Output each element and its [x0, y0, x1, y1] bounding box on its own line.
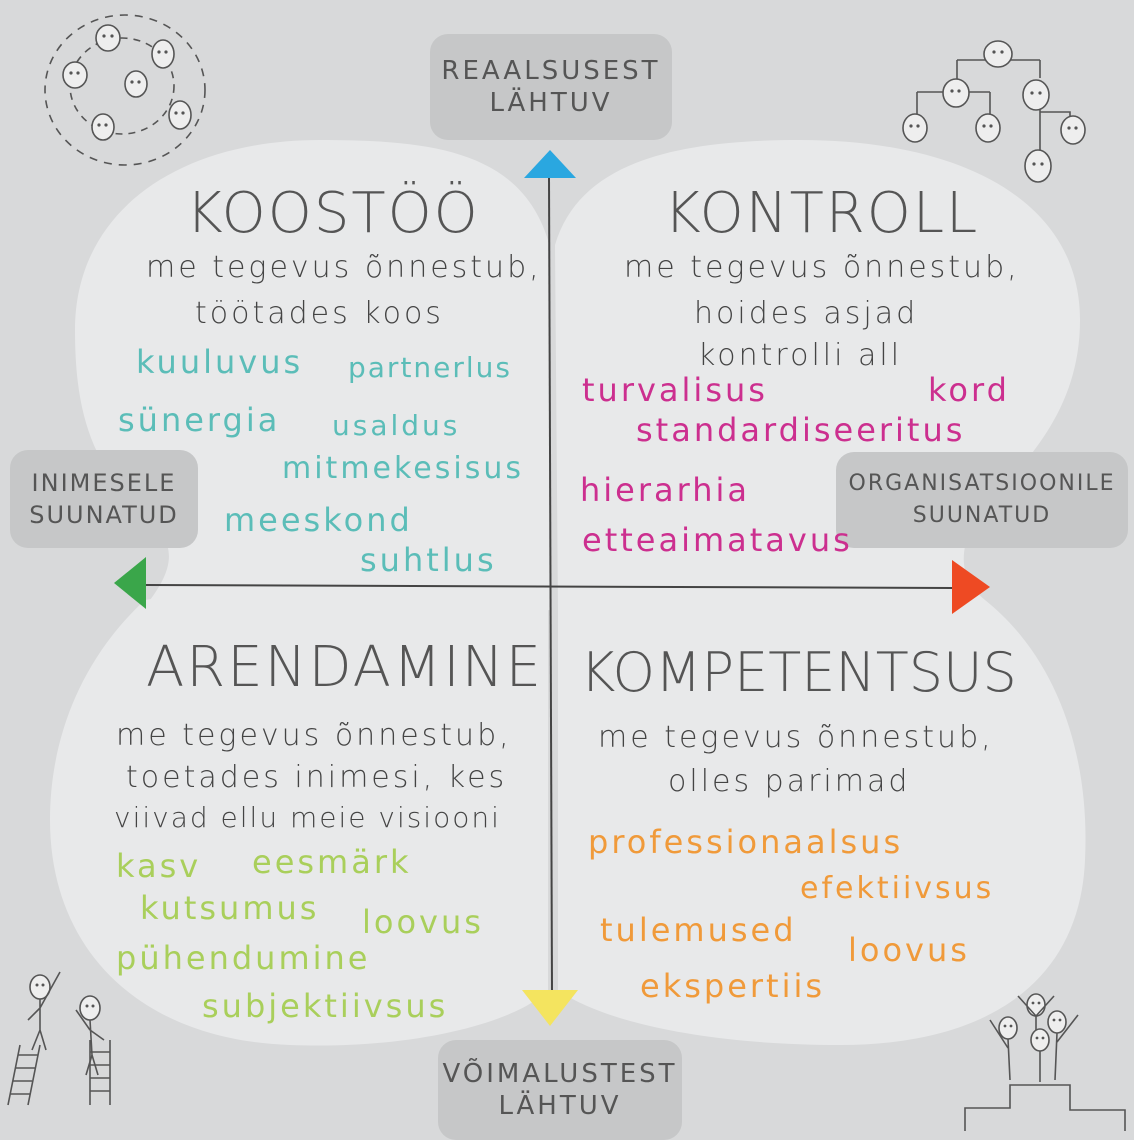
arrow-left [114, 557, 146, 609]
quadrant-koostoo-desc-line2: töötades koos [195, 296, 444, 331]
value-word: subjektiivsus [202, 987, 449, 1025]
quadrant-arendamine-desc-line3: viivad ellu meie visiooni [114, 801, 501, 834]
axis-label-left-line2: SUUNATUD [29, 501, 179, 529]
hierarchy-people-icon [902, 40, 1086, 183]
value-word: kord [928, 371, 1010, 409]
quadrant-kontroll-desc-line1: me tegevus õnnestub, [624, 250, 1020, 285]
axis-label-bottom: VÕIMALUSTEST LÄHTUV [438, 1040, 682, 1140]
arrow-bottom [522, 990, 578, 1026]
value-word: loovus [848, 931, 970, 969]
arrow-top [524, 150, 576, 178]
arrow-right [952, 560, 990, 614]
value-word: suhtlus [360, 541, 497, 579]
axis-label-right-line2: SUUNATUD [912, 503, 1052, 528]
value-word: standardiseeritus [636, 411, 966, 449]
axis-label-bottom-line2: LÄHTUV [498, 1091, 622, 1121]
quadrant-arendamine-desc-line2: toetades inimesi, kes [126, 760, 508, 795]
quadrant-koostoo-desc-line1: me tegevus õnnestub, [146, 250, 542, 285]
value-word: partnerlus [348, 351, 513, 384]
quadrant-koostoo-title: KOOSTÖÖ [186, 181, 480, 246]
quadrant-kontroll-title: KONTROLL [664, 181, 980, 246]
value-word: turvalisus [582, 371, 768, 409]
value-word: kuuluvus [136, 343, 304, 381]
value-word: kutsumus [140, 889, 320, 927]
network-people-icon [44, 14, 206, 166]
ladder-people-icon [7, 971, 111, 1106]
value-word: loovus [362, 903, 484, 941]
value-word: pühendumine [116, 939, 371, 977]
quadrant-arendamine-title: ARENDAMINE [146, 635, 544, 700]
quadrant-arendamine-shape [50, 590, 548, 1046]
axis-label-top-line1: REAALSUSEST [441, 56, 661, 86]
quadrant-kompetentsus-desc-line2: olles parimad [668, 764, 911, 799]
value-word: usaldus [332, 409, 461, 442]
value-word: mitmekesisus [282, 451, 525, 486]
axis-label-top: REAALSUSEST LÄHTUV [430, 34, 672, 140]
quadrant-kompetentsus-desc-line1: me tegevus õnnestub, [598, 720, 994, 755]
value-word: meeskond [224, 501, 413, 539]
quadrant-kompetentsus-title: KOMPETENTSUS [580, 641, 1017, 704]
value-word: hierarhia [580, 471, 750, 509]
value-word: sünergia [118, 401, 281, 439]
quadrant-kontroll-desc-line2: hoides asjad [694, 296, 919, 331]
vertical-axis [548, 177, 553, 993]
podium-people-icon [964, 993, 1126, 1131]
quadrant-arendamine-desc-line1: me tegevus õnnestub, [116, 718, 512, 753]
quadrant-kompetentsus-shape [558, 590, 1086, 1045]
horizontal-axis [145, 584, 953, 589]
axis-label-top-line2: LÄHTUV [489, 88, 613, 118]
value-word: professionaalsus [588, 823, 904, 861]
value-word: kasv [116, 847, 202, 885]
quadrant-kontroll-desc-line3: kontrolli all [698, 338, 903, 373]
axis-label-right-line1: ORGANISATSIOONILE [848, 471, 1116, 496]
axis-label-left-line1: INIMESELE [31, 469, 177, 497]
axis-label-right: ORGANISATSIOONILE SUUNATUD [836, 452, 1128, 548]
axis-label-left: INIMESELE SUUNATUD [10, 450, 198, 548]
value-word: efektiivsus [800, 871, 995, 906]
value-word: eesmärk [252, 843, 412, 881]
value-word: tulemused [600, 911, 797, 949]
value-word: etteaimatavus [582, 521, 853, 559]
axis-label-bottom-line1: VÕIMALUSTEST [442, 1059, 678, 1089]
value-word: ekspertiis [640, 967, 826, 1005]
